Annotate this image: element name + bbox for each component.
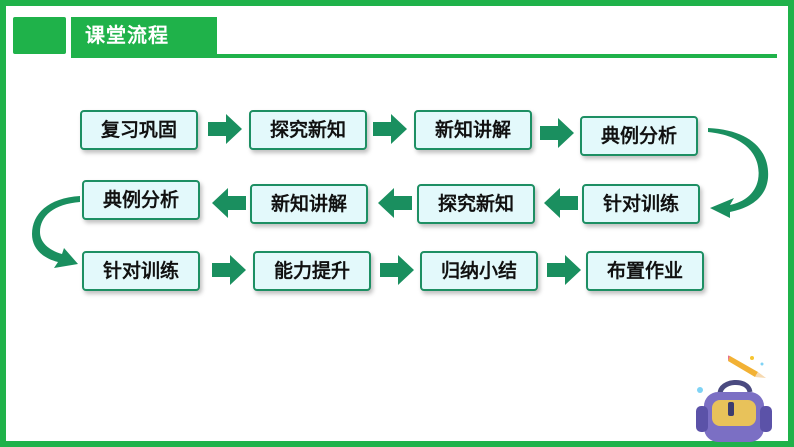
header-block [13,17,66,54]
step-review: 复习巩固 [80,110,198,150]
step-new-knowledge: 新知讲解 [414,110,532,150]
right-arrow-icon [547,255,581,285]
right-arrow-icon [208,114,242,144]
pencil-icon [728,355,766,378]
step-examples-2: 典例分析 [82,180,200,220]
step-explore-2: 探究新知 [417,184,535,224]
right-arrow-icon [540,118,574,148]
header-underline [71,54,777,58]
curved-arrow-icon [708,128,769,218]
right-arrow-icon [373,114,407,144]
left-arrow-icon [544,188,578,218]
step-new-knowledge-2: 新知讲解 [250,184,368,224]
step-examples: 典例分析 [580,116,698,156]
left-arrow-icon [378,188,412,218]
step-summary: 归纳小结 [420,251,538,291]
right-arrow-icon [380,255,414,285]
page-title: 课堂流程 [71,17,217,54]
backpack-icon [696,380,772,442]
curved-arrow-icon [32,196,80,268]
right-arrow-icon [212,255,246,285]
step-ability: 能力提升 [253,251,371,291]
step-practice-2: 针对训练 [82,251,200,291]
step-explore: 探究新知 [249,110,367,150]
step-homework: 布置作业 [586,251,704,291]
step-practice: 针对训练 [582,184,700,224]
left-arrow-icon [212,188,246,218]
